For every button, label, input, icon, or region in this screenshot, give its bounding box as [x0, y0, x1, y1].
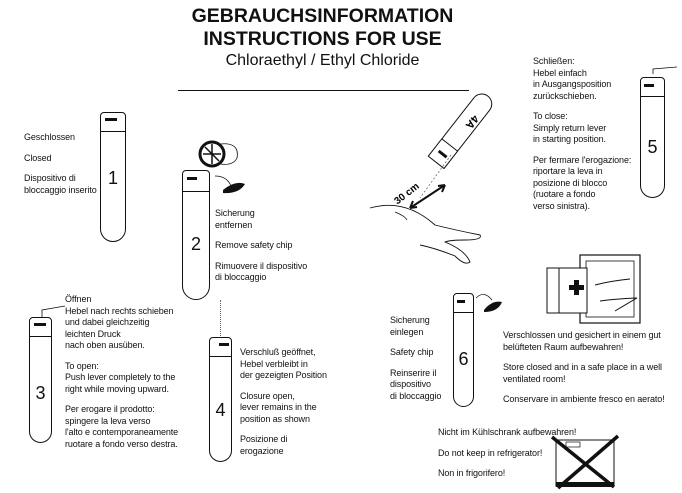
step-number: 4 [215, 400, 226, 420]
fridge-warning-text: Nicht im Kühlschrank aufbewahren! Do not… [438, 427, 576, 480]
text-line: Hebel nach rechts schieben [65, 305, 174, 316]
step-2-text: Sicherung entfernen Remove safety chip R… [215, 208, 307, 284]
text-line: der gezeigten Position [240, 370, 327, 380]
text-line: entfernen [215, 219, 253, 230]
tube-step-5: 5 [640, 77, 665, 198]
tube-step-2: 2 [182, 170, 210, 300]
tube-step-6: 6 [453, 293, 474, 407]
text-line: in starting position. [533, 134, 606, 144]
step-number: 3 [35, 383, 46, 403]
step-4-text: Verschluß geöffnet, Hebel verbleibt in d… [240, 347, 327, 457]
step-6-text: Sicherung einlegen Safety chip Reinserir… [390, 315, 441, 402]
lever-pointer-icon [41, 305, 66, 318]
text-line: einlegen [390, 326, 424, 337]
text-line: Hebel einfach [533, 67, 587, 78]
text-line: in Ausgangsposition [533, 79, 612, 89]
text-line: Do not keep in refrigerator! [438, 447, 543, 458]
text-line: Hebel verbleibt in [240, 358, 308, 369]
text-line: Remove safety chip [215, 240, 293, 250]
spray-dotted-line [220, 300, 221, 336]
text-line: Reinserire il [390, 367, 437, 378]
text-line: posizione di blocco [533, 177, 608, 188]
text-line: Per fermare l'erogazione: [533, 154, 632, 165]
text-line: nach oben ausüben. [65, 340, 145, 350]
text-line: di bloccaggio [390, 390, 442, 401]
text-line: belüfteten Raum aufbewahren! [503, 341, 624, 352]
safety-chip-insert-icon [475, 294, 502, 312]
text-line: To open: [65, 360, 99, 371]
text-line: und dabei gleichzeitig [65, 317, 150, 327]
text-line: Simply return lever [533, 122, 607, 133]
text-line: Closed [24, 152, 52, 163]
text-line: Nicht im Kühlschrank aufbewahren! [438, 427, 577, 437]
text-line: right while moving upward. [65, 383, 169, 394]
step-5-text: Schließen: Hebel einfach in Ausgangsposi… [533, 56, 631, 212]
text-line: Push lever completely to the [65, 372, 176, 382]
text-line: Sicherung [390, 315, 430, 325]
text-line: Store closed and in a safe place in a we… [503, 362, 662, 372]
safety-chip-detail-icon [198, 140, 245, 194]
text-line: Per erogare il prodotto: [65, 404, 155, 414]
text-line: l'alto e contemporaneamente [65, 427, 179, 437]
text-line: zurückschieben. [533, 90, 597, 101]
text-line: spingere la leva verso [65, 415, 151, 426]
text-line: position as shown [240, 413, 310, 424]
text-line: erogazione [240, 445, 284, 456]
no-refrigerator-icon [550, 434, 620, 490]
step-number: 2 [190, 234, 201, 254]
text-line: leichten Druck [65, 328, 121, 339]
text-line: Closure open, [240, 390, 295, 401]
text-line: To close: [533, 111, 568, 121]
step-number: 6 [458, 349, 469, 369]
title-german: GEBRAUCHSINFORMATION [191, 5, 454, 27]
text-line: (ruotare a fondo [533, 189, 596, 199]
text-line: lever remains in the [240, 402, 317, 412]
text-line: Rimuovere il dispositivo [215, 260, 308, 271]
text-line: ruotare a fondo verso destra. [65, 438, 178, 449]
step-number: 1 [107, 168, 118, 188]
text-line: Conservare in ambiente fresco en aerato! [503, 394, 665, 404]
text-line: Safety chip [390, 347, 434, 357]
text-line: Geschlossen [24, 132, 75, 142]
step-3-text: Öffnen Hebel nach rechts schieben und da… [65, 294, 178, 450]
product-subtitle: Chloraethyl / Ethyl Chloride [225, 52, 420, 69]
spray-distance-illustration: 4A 30 cm [369, 93, 493, 264]
lever-return-arrow-icon [652, 66, 678, 74]
step-1-text: Geschlossen Closed Dispositivo di blocca… [24, 132, 97, 196]
text-line: dispositivo [390, 379, 431, 389]
medicine-cabinet-icon [546, 254, 641, 324]
text-line: Verschluß geöffnet, [240, 347, 316, 357]
tube-step-1: 1 [100, 112, 126, 242]
text-line: Öffnen [65, 294, 92, 304]
step-number: 5 [647, 137, 658, 157]
title-english: INSTRUCTIONS FOR USE [203, 28, 442, 50]
text-line: ventilated room! [503, 373, 566, 384]
tube-step-4: 4 [209, 337, 232, 462]
tube-step-3: 3 [29, 317, 52, 443]
text-line: riportare la leva in [533, 166, 603, 176]
text-line: Dispositivo di [24, 173, 76, 183]
text-line: Posizione di [240, 434, 288, 444]
title-divider [178, 90, 469, 91]
text-line: bloccaggio inserito [24, 184, 97, 195]
text-line: Verschlossen und gesichert in einem gut [503, 330, 661, 340]
text-line: Schließen: [533, 56, 575, 66]
text-line: Sicherung [215, 208, 255, 218]
text-line: di bloccaggio [215, 272, 267, 282]
storage-text: Verschlossen und gesichert in einem gut … [503, 330, 665, 406]
text-line: verso sinistra). [533, 200, 590, 211]
text-line: Non in frigorifero! [438, 468, 506, 478]
